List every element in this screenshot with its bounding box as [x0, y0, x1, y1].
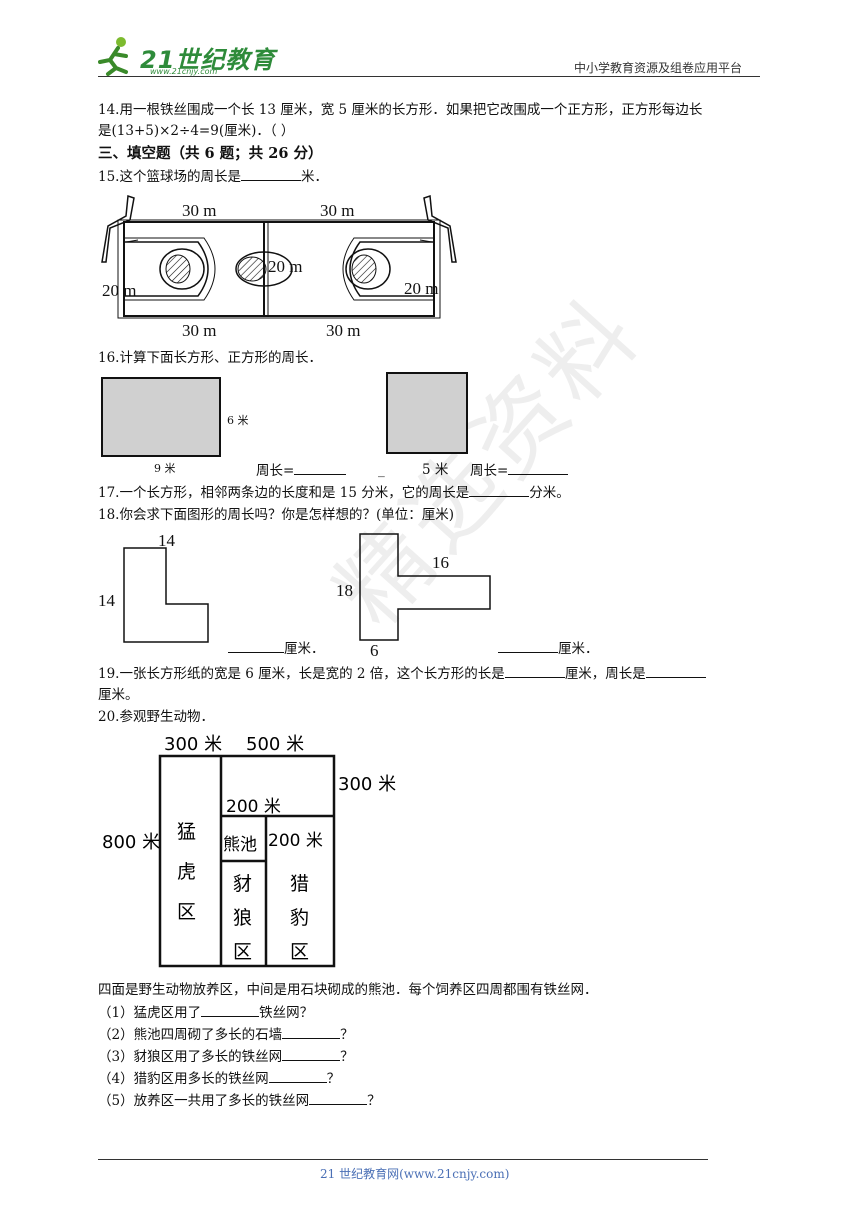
q16-perim1: 周长= [256, 460, 347, 481]
q16-square [386, 372, 468, 454]
q15-text-before: 15.这个篮球场的周长是 [98, 169, 241, 185]
section-title: 三、填空题（共 6 题；共 26 分） [98, 145, 323, 162]
q20-sub-5: （5）放养区一共用了多长的铁丝网 ？ [98, 1090, 381, 1111]
q20-sub-5-after: ？ [367, 1093, 381, 1109]
jackal-zone-char-2: 狼 [233, 907, 252, 929]
q19-text-a: 19.一张长方形纸的宽是 6 厘米，长是宽的 2 倍，这个长方形的长是 [98, 666, 505, 682]
court-right-label: 20 m [404, 279, 438, 298]
q19-line1: 19.一张长方形纸的宽是 6 厘米，长是宽的 2 倍，这个长方形的长是 厘米，周长… [98, 663, 706, 684]
q20-sub-5-before: （5）放养区一共用了多长的铁丝网 [98, 1093, 310, 1109]
court-bottom-right-label: 30 m [326, 321, 360, 340]
q20-sub-3: （3）豺狼区用了多长的铁丝网 ？ [98, 1046, 354, 1067]
court-left-label: 20 m [102, 281, 136, 300]
jackal-zone-char-3: 区 [233, 941, 252, 963]
leopard-zone-char-2: 豹 [290, 907, 309, 929]
q18-text: 18.你会求下面图形的周长吗？你是怎样想的？(单位：厘米) [98, 507, 455, 523]
q19-length-blank[interactable] [504, 663, 565, 678]
q20-sub-5-blank[interactable] [309, 1090, 368, 1105]
zoo-pool-right-label: 200 米 [268, 831, 323, 851]
q16-rect-height-label: 6 米 [227, 414, 249, 427]
q14-line1: 14.用一根铁丝围成一个长 13 厘米，宽 5 厘米的长方形．如果把它改围成一个… [98, 102, 703, 118]
q20-sub-1-after: 铁丝网？ [259, 1005, 314, 1021]
logo-url: www.21cnjy.com [150, 67, 218, 76]
court-bottom-left-label: 30 m [182, 321, 216, 340]
runner-logo-icon [98, 37, 128, 76]
q16-perim2-label: 周长= [470, 463, 509, 479]
q20-sub-2-before: （2）熊池四周砌了多长的石墙 [98, 1027, 283, 1043]
q16-text: 16.计算下面长方形、正方形的周长． [98, 350, 322, 366]
q15-text: 15.这个篮球场的周长是 米． [98, 166, 328, 187]
jackal-zone-char-1: 豺 [233, 873, 252, 895]
tiger-zone-char-1: 猛 [177, 821, 196, 843]
zoo-right-label: 300 米 [338, 774, 396, 795]
q16-rect-width-label: 9 米 [154, 462, 176, 475]
q20-sub-2-blank[interactable] [282, 1024, 341, 1039]
q20-sub-3-blank[interactable] [282, 1046, 341, 1061]
zoo-top-left-label: 300 米 [164, 734, 222, 755]
basketball-court-diagram: 30 m 30 m 30 m 30 m 20 m 20 m 20 m [101, 194, 457, 340]
q20-sub-3-before: （3）豺狼区用了多长的铁丝网 [98, 1049, 283, 1065]
t-shape-bottom-label: 6 [370, 641, 379, 656]
q14-line2: 是(13+5)×2÷4=9(厘米)．（ ） [98, 123, 295, 139]
q20-sub-1: （1）猛虎区用了 铁丝网？ [98, 1002, 313, 1023]
footer-link[interactable]: 21 世纪教育网(www.21cnjy.com) [320, 1167, 510, 1181]
logo-text: 21世纪教育 [140, 46, 276, 74]
q19-text-b: 厘米，周长是 [564, 666, 646, 682]
q20-sub-4: （4）猎豹区用多长的铁丝网 ？ [98, 1068, 340, 1089]
q16-perim2: 周长= [470, 460, 569, 481]
q20-sub-3-after: ？ [340, 1049, 354, 1065]
court-center-label: 20 m [268, 257, 302, 276]
q16-square-side-label: 5 米 [422, 462, 449, 478]
q18-answer2-blank[interactable] [498, 638, 558, 653]
zoo-top-right-label: 500 米 [246, 734, 304, 755]
q18-answer1: 厘米． [228, 638, 325, 659]
bear-pool-label: 熊池 [223, 835, 257, 855]
q17-text: 17.一个长方形，相邻两条边的长度和是 15 分米，它的周长是 分米。 [98, 482, 570, 503]
q20-sub-2: （2）熊池四周砌了多长的石墙 ？ [98, 1024, 354, 1045]
q20-text: 20.参观野生动物． [98, 709, 214, 725]
q15-text-after: 米． [300, 169, 328, 185]
q17-text-after: 分米。 [529, 485, 570, 501]
q19-line2: 厘米。 [98, 687, 139, 703]
q20-sub-2-after: ？ [340, 1027, 354, 1043]
t-shape-top-label: 16 [432, 553, 449, 572]
q19-perimeter-blank[interactable] [645, 663, 706, 678]
q18-answer2-unit: 厘米． [558, 641, 599, 657]
l-shape-left-label: 14 [98, 591, 116, 610]
q18-answer2: 厘米． [498, 638, 599, 659]
q16-dash: _ [378, 462, 385, 478]
q16-rectangle [101, 377, 221, 457]
q15-answer-blank[interactable] [240, 166, 301, 181]
platform-name: 中小学教育资源及组卷应用平台 [574, 61, 743, 75]
q20-description: 四面是野生动物放养区，中间是用石块砌成的熊池．每个饲养区四周都围有铁丝网． [98, 982, 598, 998]
zoo-left-label: 800 米 [102, 832, 160, 853]
tiger-zone-char-3: 区 [177, 901, 196, 923]
leopard-zone-char-3: 区 [290, 941, 309, 963]
leopard-zone-char-1: 猎 [290, 873, 309, 895]
q18-answer1-unit: 厘米． [284, 641, 325, 657]
q18-shapes-diagram: 14 14 16 18 6 [98, 532, 491, 656]
q17-answer-blank[interactable] [469, 482, 530, 497]
t-shape-left-label: 18 [336, 581, 353, 600]
court-top-right-label: 30 m [320, 201, 354, 220]
q20-sub-4-before: （4）猎豹区用多长的铁丝网 [98, 1071, 269, 1087]
q17-text-before: 17.一个长方形，相邻两条边的长度和是 15 分米，它的周长是 [98, 485, 470, 501]
zoo-map-diagram: 300 米 500 米 300 米 800 米 200 米 200 米 猛 虎 … [102, 734, 396, 968]
q16-perim1-blank[interactable] [294, 460, 347, 475]
l-shape-top-label: 14 [158, 532, 176, 550]
q20-sub-4-blank[interactable] [268, 1068, 327, 1083]
q20-sub-1-blank[interactable] [201, 1002, 260, 1017]
zoo-mid-label: 200 米 [226, 797, 281, 817]
header-divider [98, 76, 760, 77]
court-top-left-label: 30 m [182, 201, 216, 220]
q20-sub-4-after: ？ [326, 1071, 341, 1087]
footer-divider [98, 1159, 708, 1160]
q16-perim1-label: 周长= [256, 463, 295, 479]
q16-perim2-blank[interactable] [508, 460, 569, 475]
q18-answer1-blank[interactable] [228, 638, 284, 653]
tiger-zone-char-2: 虎 [177, 861, 196, 883]
q20-sub-1-before: （1）猛虎区用了 [98, 1005, 202, 1021]
